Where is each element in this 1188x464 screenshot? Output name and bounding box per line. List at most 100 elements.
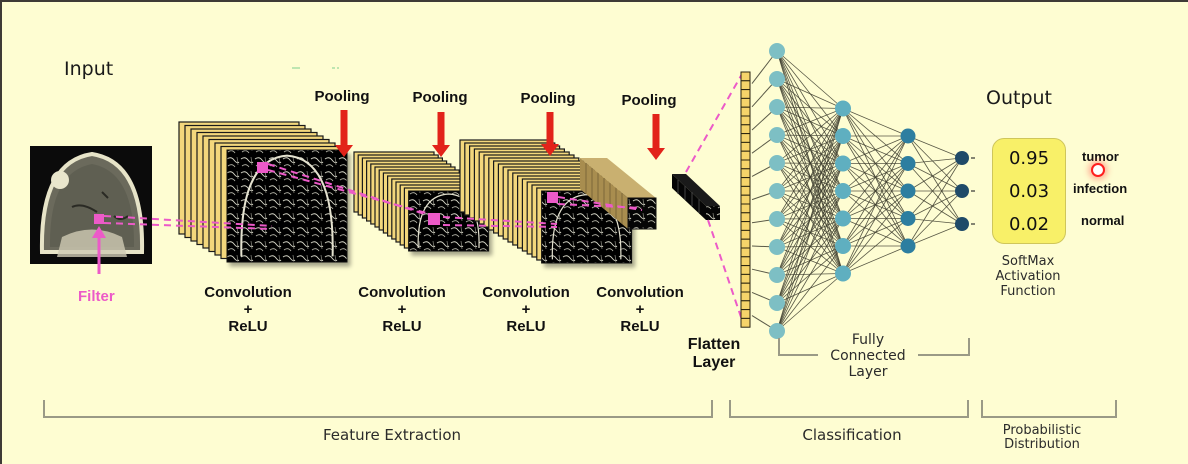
fc-node-layer-1	[769, 71, 785, 87]
fc-edge	[907, 135, 963, 192]
fc-edge	[907, 157, 963, 219]
fc-edge	[776, 273, 844, 332]
fc-edge	[776, 78, 844, 109]
feature-extraction-label: Feature Extraction	[322, 426, 462, 444]
conv-label-line: ReLU	[506, 318, 546, 335]
flatten-cell	[740, 238, 751, 249]
fc-edge	[907, 135, 963, 159]
probabilistic-label-line: Probabilistic	[1002, 423, 1082, 438]
probability-infection: 0.03	[1008, 181, 1050, 202]
fc-edge	[907, 190, 963, 247]
fc-node-layer-2	[835, 155, 851, 172]
fc-edge	[842, 135, 909, 164]
fc-edge	[842, 135, 909, 192]
fc-label: Fully Connected Layer	[818, 332, 918, 380]
fc-edge	[842, 190, 909, 274]
fc-node-layer-1	[769, 239, 785, 255]
flatten-cell	[740, 265, 751, 275]
conv-label-1: Convolution + ReLU	[190, 284, 306, 335]
conv-label-line: Convolution	[204, 284, 292, 301]
brain-outline	[240, 154, 334, 257]
flatten-label: Flatten Layer	[682, 336, 746, 372]
pooling-label-1: Pooling	[314, 88, 370, 105]
fc-edge	[907, 223, 963, 247]
fc-node-layer-1	[769, 267, 785, 283]
fc-node-layer-1	[769, 43, 785, 59]
flatten-cell	[740, 194, 751, 205]
cursor-indicator	[1091, 163, 1105, 177]
softmax-caption-line: Function	[1000, 284, 1056, 299]
fc-edge	[776, 245, 844, 332]
input-mri-image	[30, 146, 152, 264]
feature-map-stack-4	[580, 158, 657, 230]
output-node	[955, 217, 969, 231]
pooling-arrows	[335, 110, 665, 160]
fc-edge	[776, 108, 844, 192]
class-label-normal: normal	[1081, 213, 1125, 228]
flatten-cell	[740, 168, 751, 179]
fc-node-layer-1	[769, 127, 785, 143]
flatten-cell	[740, 212, 751, 223]
fc-edge	[842, 135, 909, 247]
fc-edge	[907, 218, 963, 225]
flatten-cell	[740, 133, 751, 143]
fc-node-layer-2	[835, 100, 851, 117]
pooling-arrow-shaft	[340, 110, 348, 147]
input-label: Input	[64, 58, 114, 80]
filter-square-4	[547, 192, 558, 203]
fc-edge	[776, 108, 844, 332]
output-node	[955, 151, 969, 165]
conv-label-line: ReLU	[620, 318, 660, 335]
flatten-cell	[740, 185, 751, 196]
fc-edge	[776, 108, 844, 220]
conv-label-line: Convolution	[482, 284, 570, 301]
flatten-cell	[740, 89, 751, 99]
brain-outline	[417, 193, 480, 249]
fc-edge	[842, 245, 909, 274]
output-label: Output	[986, 87, 1052, 109]
fc-node-layer-2	[835, 183, 851, 199]
conv-label-line: Convolution	[358, 284, 446, 301]
fc-edge	[776, 218, 844, 332]
fc-node-layer-3	[900, 211, 916, 226]
flatten-cell	[740, 159, 751, 170]
feature-map-stack-5	[672, 174, 720, 220]
conv-label-plus: +	[397, 301, 407, 318]
filter-square-3	[428, 213, 440, 225]
pooling-arrow-shaft	[437, 112, 445, 147]
filter-connectors	[103, 73, 743, 321]
fc-label-line: Connected	[830, 348, 906, 364]
flatten-cell	[740, 141, 751, 152]
fc-node-layer-2	[835, 210, 851, 227]
conv-label-line: Convolution	[596, 284, 684, 301]
fc-node-layer-1	[769, 211, 785, 227]
fc-edge	[776, 108, 844, 276]
flatten-cell	[740, 273, 751, 284]
fc-node-layer-1	[769, 323, 785, 339]
flatten-cell	[740, 150, 751, 161]
fc-edge	[907, 157, 963, 164]
flatten-cell	[740, 124, 751, 135]
feature-map-front	[226, 149, 348, 263]
fc-edge	[907, 157, 963, 247]
filter-square-2	[257, 162, 268, 173]
fc-label-line: Fully	[851, 332, 885, 348]
fc-node-layer-3	[900, 183, 916, 199]
fc-edge	[776, 163, 844, 332]
fc-edge	[842, 135, 909, 219]
probabilistic-brace	[981, 400, 1117, 418]
softmax-box: 0.95 0.03 0.02	[992, 138, 1066, 244]
classification-label: Classification	[802, 426, 902, 444]
feature-map-stack-3	[459, 139, 633, 264]
pooling-arrow-shaft	[652, 114, 660, 150]
conv-label-line: ReLU	[228, 318, 268, 335]
fc-edge	[776, 50, 844, 109]
pooling-arrow-head	[647, 148, 665, 160]
fc-edge	[776, 108, 844, 248]
conv-label-2: Convolution + ReLU	[344, 284, 460, 335]
filter-arrow	[92, 226, 106, 274]
probability-tumor: 0.95	[1008, 148, 1050, 169]
feature-extraction-brace	[43, 400, 713, 418]
